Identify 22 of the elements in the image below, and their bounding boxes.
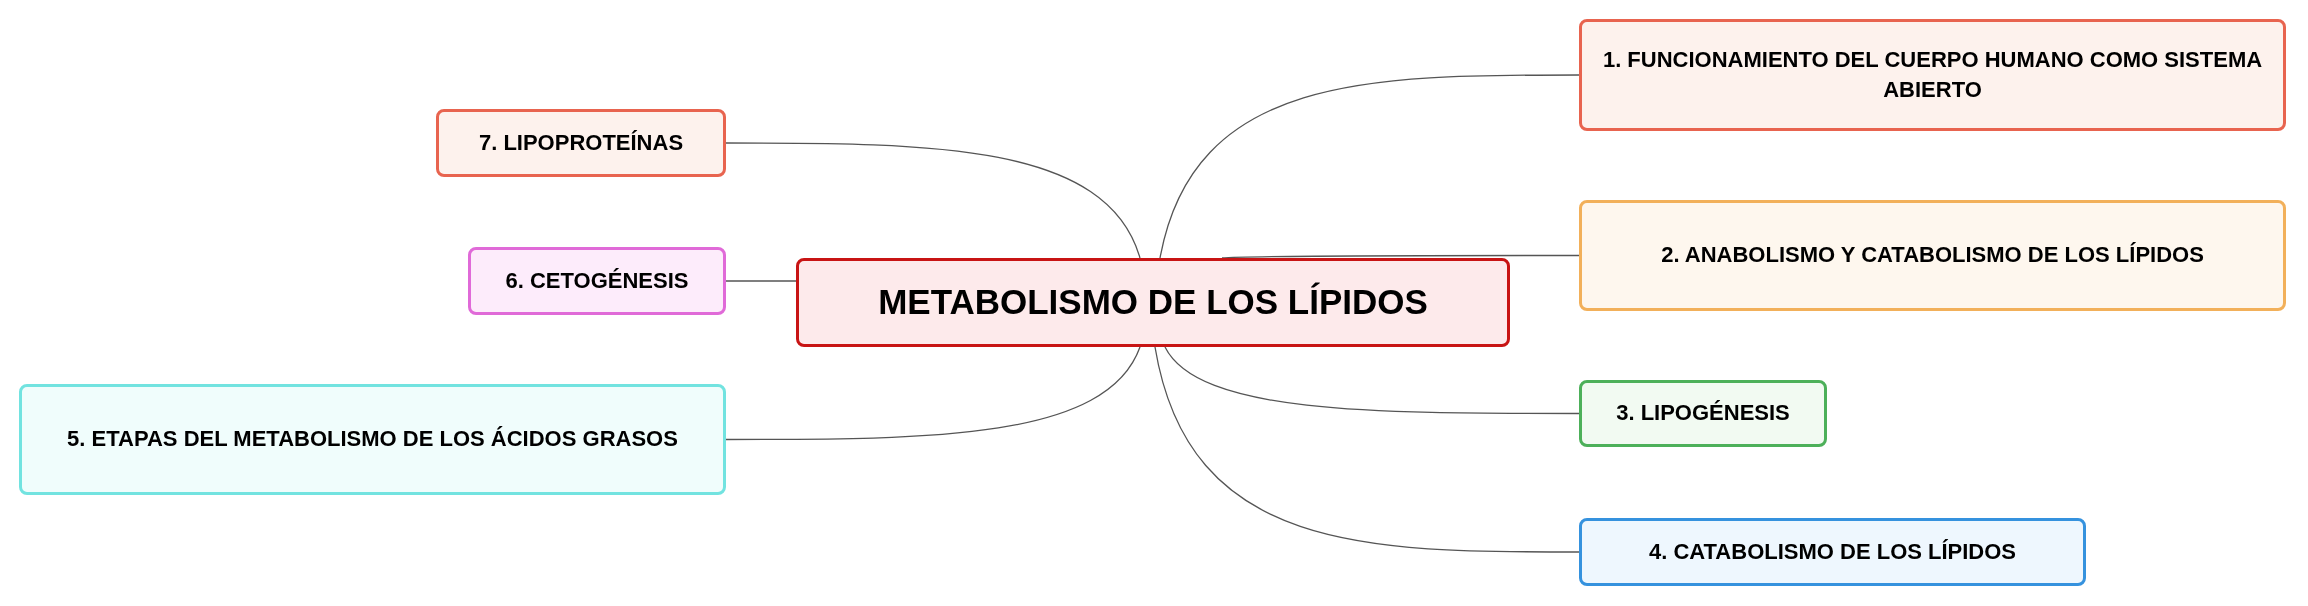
connector-line	[1159, 74, 1580, 259]
subtopic-label: 3. LIPOGÉNESIS	[1616, 399, 1790, 428]
subtopic-box	[1579, 518, 2086, 586]
subtopic-label: 1. FUNCIONAMIENTO DEL CUERPO HUMANO COMO SISTEMA ABIERTO	[1601, 45, 2264, 104]
subtopic-label: 7. LIPOPROTEÍNAS	[478, 128, 684, 157]
central-topic-label: METABOLISMO DE LOS LÍPIDOS	[878, 281, 1428, 324]
subtopic-box	[1579, 380, 1827, 447]
connector-line	[1154, 346, 1580, 553]
subtopic-label: 4. CATABOLISMO DE LOS LÍPIDOS	[1648, 537, 2017, 566]
connector-line	[1164, 346, 1580, 415]
subtopic-box	[1579, 19, 2286, 131]
subtopic-label: 6. CETOGÉNESIS	[505, 266, 689, 295]
connector-line	[725, 280, 797, 282]
subtopic-label: 2. ANABOLISMO Y CATABOLISMO DE LOS LÍPIDOS	[1661, 241, 2204, 270]
subtopic-box	[19, 384, 726, 495]
subtopic-box	[436, 109, 726, 177]
subtopic-box	[1579, 200, 2286, 311]
connector-line	[725, 142, 1141, 259]
central-topic-box	[796, 258, 1510, 347]
subtopic-label: 5. ETAPAS DEL METABOLISMO DE LOS ÁCIDOS GRASOS	[67, 425, 678, 454]
subtopic-box	[468, 247, 726, 315]
connector-line	[725, 346, 1141, 441]
